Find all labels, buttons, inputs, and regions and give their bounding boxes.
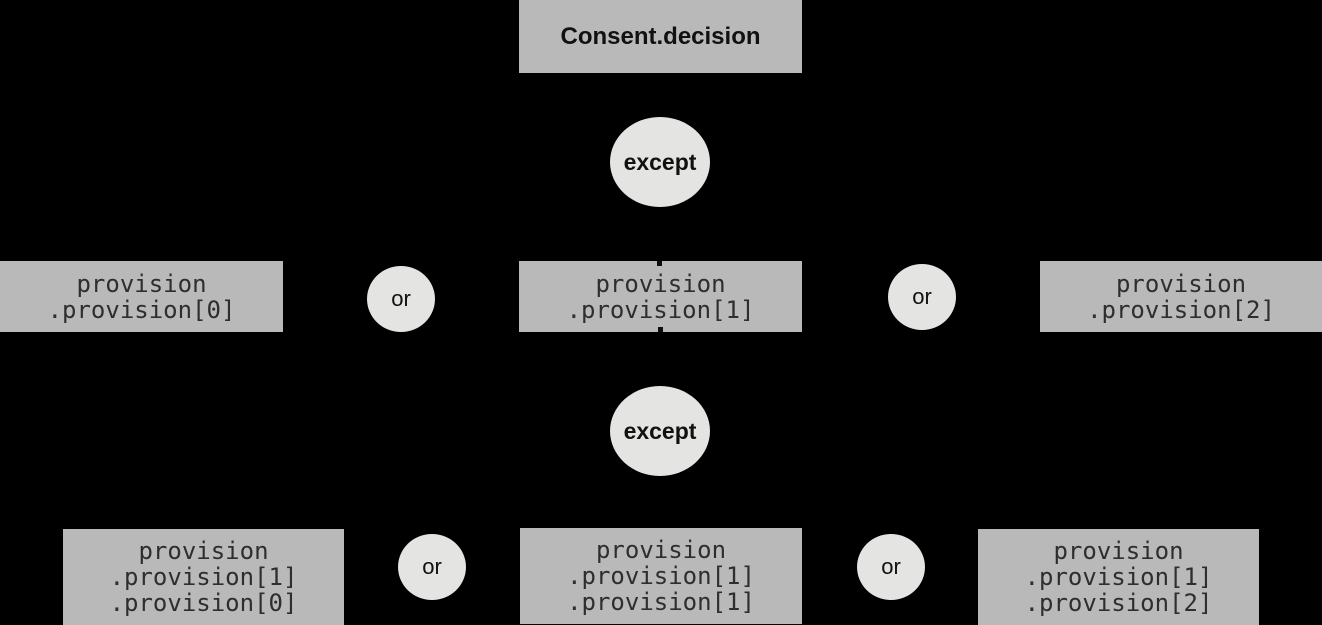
edge-anchor-dot-bottom — [658, 327, 663, 332]
node-line: provision — [595, 269, 726, 298]
node-provision-1-2: provision .provision[1] .provision[2] — [978, 529, 1259, 625]
node-line: provision — [1115, 269, 1247, 298]
node-line: .provision[1] — [567, 588, 755, 616]
node-consent-decision-label: Consent.decision — [560, 22, 761, 50]
node-line: provision — [76, 269, 207, 298]
node-provision-1: provision .provision[1] — [519, 261, 802, 332]
operator-except-2-label: except — [623, 417, 697, 444]
operator-except-1: except — [610, 117, 710, 207]
node-line: .provision[1] — [566, 295, 755, 324]
operator-except-1-label: except — [623, 148, 697, 175]
operator-or-3-label: or — [422, 554, 442, 579]
operator-or-2-label: or — [912, 284, 932, 309]
node-line: .provision[2] — [1087, 295, 1275, 324]
operator-or-1-label: or — [391, 286, 411, 311]
operator-except-2: except — [610, 386, 710, 476]
node-line: .provision[1] — [1024, 563, 1213, 591]
node-line: .provision[1] — [109, 563, 298, 591]
node-provision-1-1: provision .provision[1] .provision[1] — [520, 528, 802, 624]
operator-or-4-label: or — [881, 554, 901, 579]
node-line: .provision[0] — [109, 589, 298, 617]
node-line: .provision[0] — [47, 295, 236, 324]
node-line: provision — [1053, 537, 1184, 565]
node-line: .provision[2] — [1024, 589, 1213, 617]
node-provision-0: provision .provision[0] — [0, 261, 283, 332]
node-provision-2: provision .provision[2] — [1040, 261, 1322, 332]
node-provision-1-0: provision .provision[1] .provision[0] — [63, 529, 344, 625]
node-line: .provision[1] — [567, 562, 755, 590]
operator-or-1: or — [367, 266, 435, 332]
node-line: provision — [595, 536, 727, 564]
node-consent-decision: Consent.decision — [519, 0, 802, 73]
operator-or-2: or — [888, 264, 956, 330]
operator-or-3: or — [398, 534, 466, 600]
edge-anchor-dot-top — [657, 261, 662, 266]
operator-or-4: or — [857, 534, 925, 600]
node-line: provision — [138, 537, 269, 565]
